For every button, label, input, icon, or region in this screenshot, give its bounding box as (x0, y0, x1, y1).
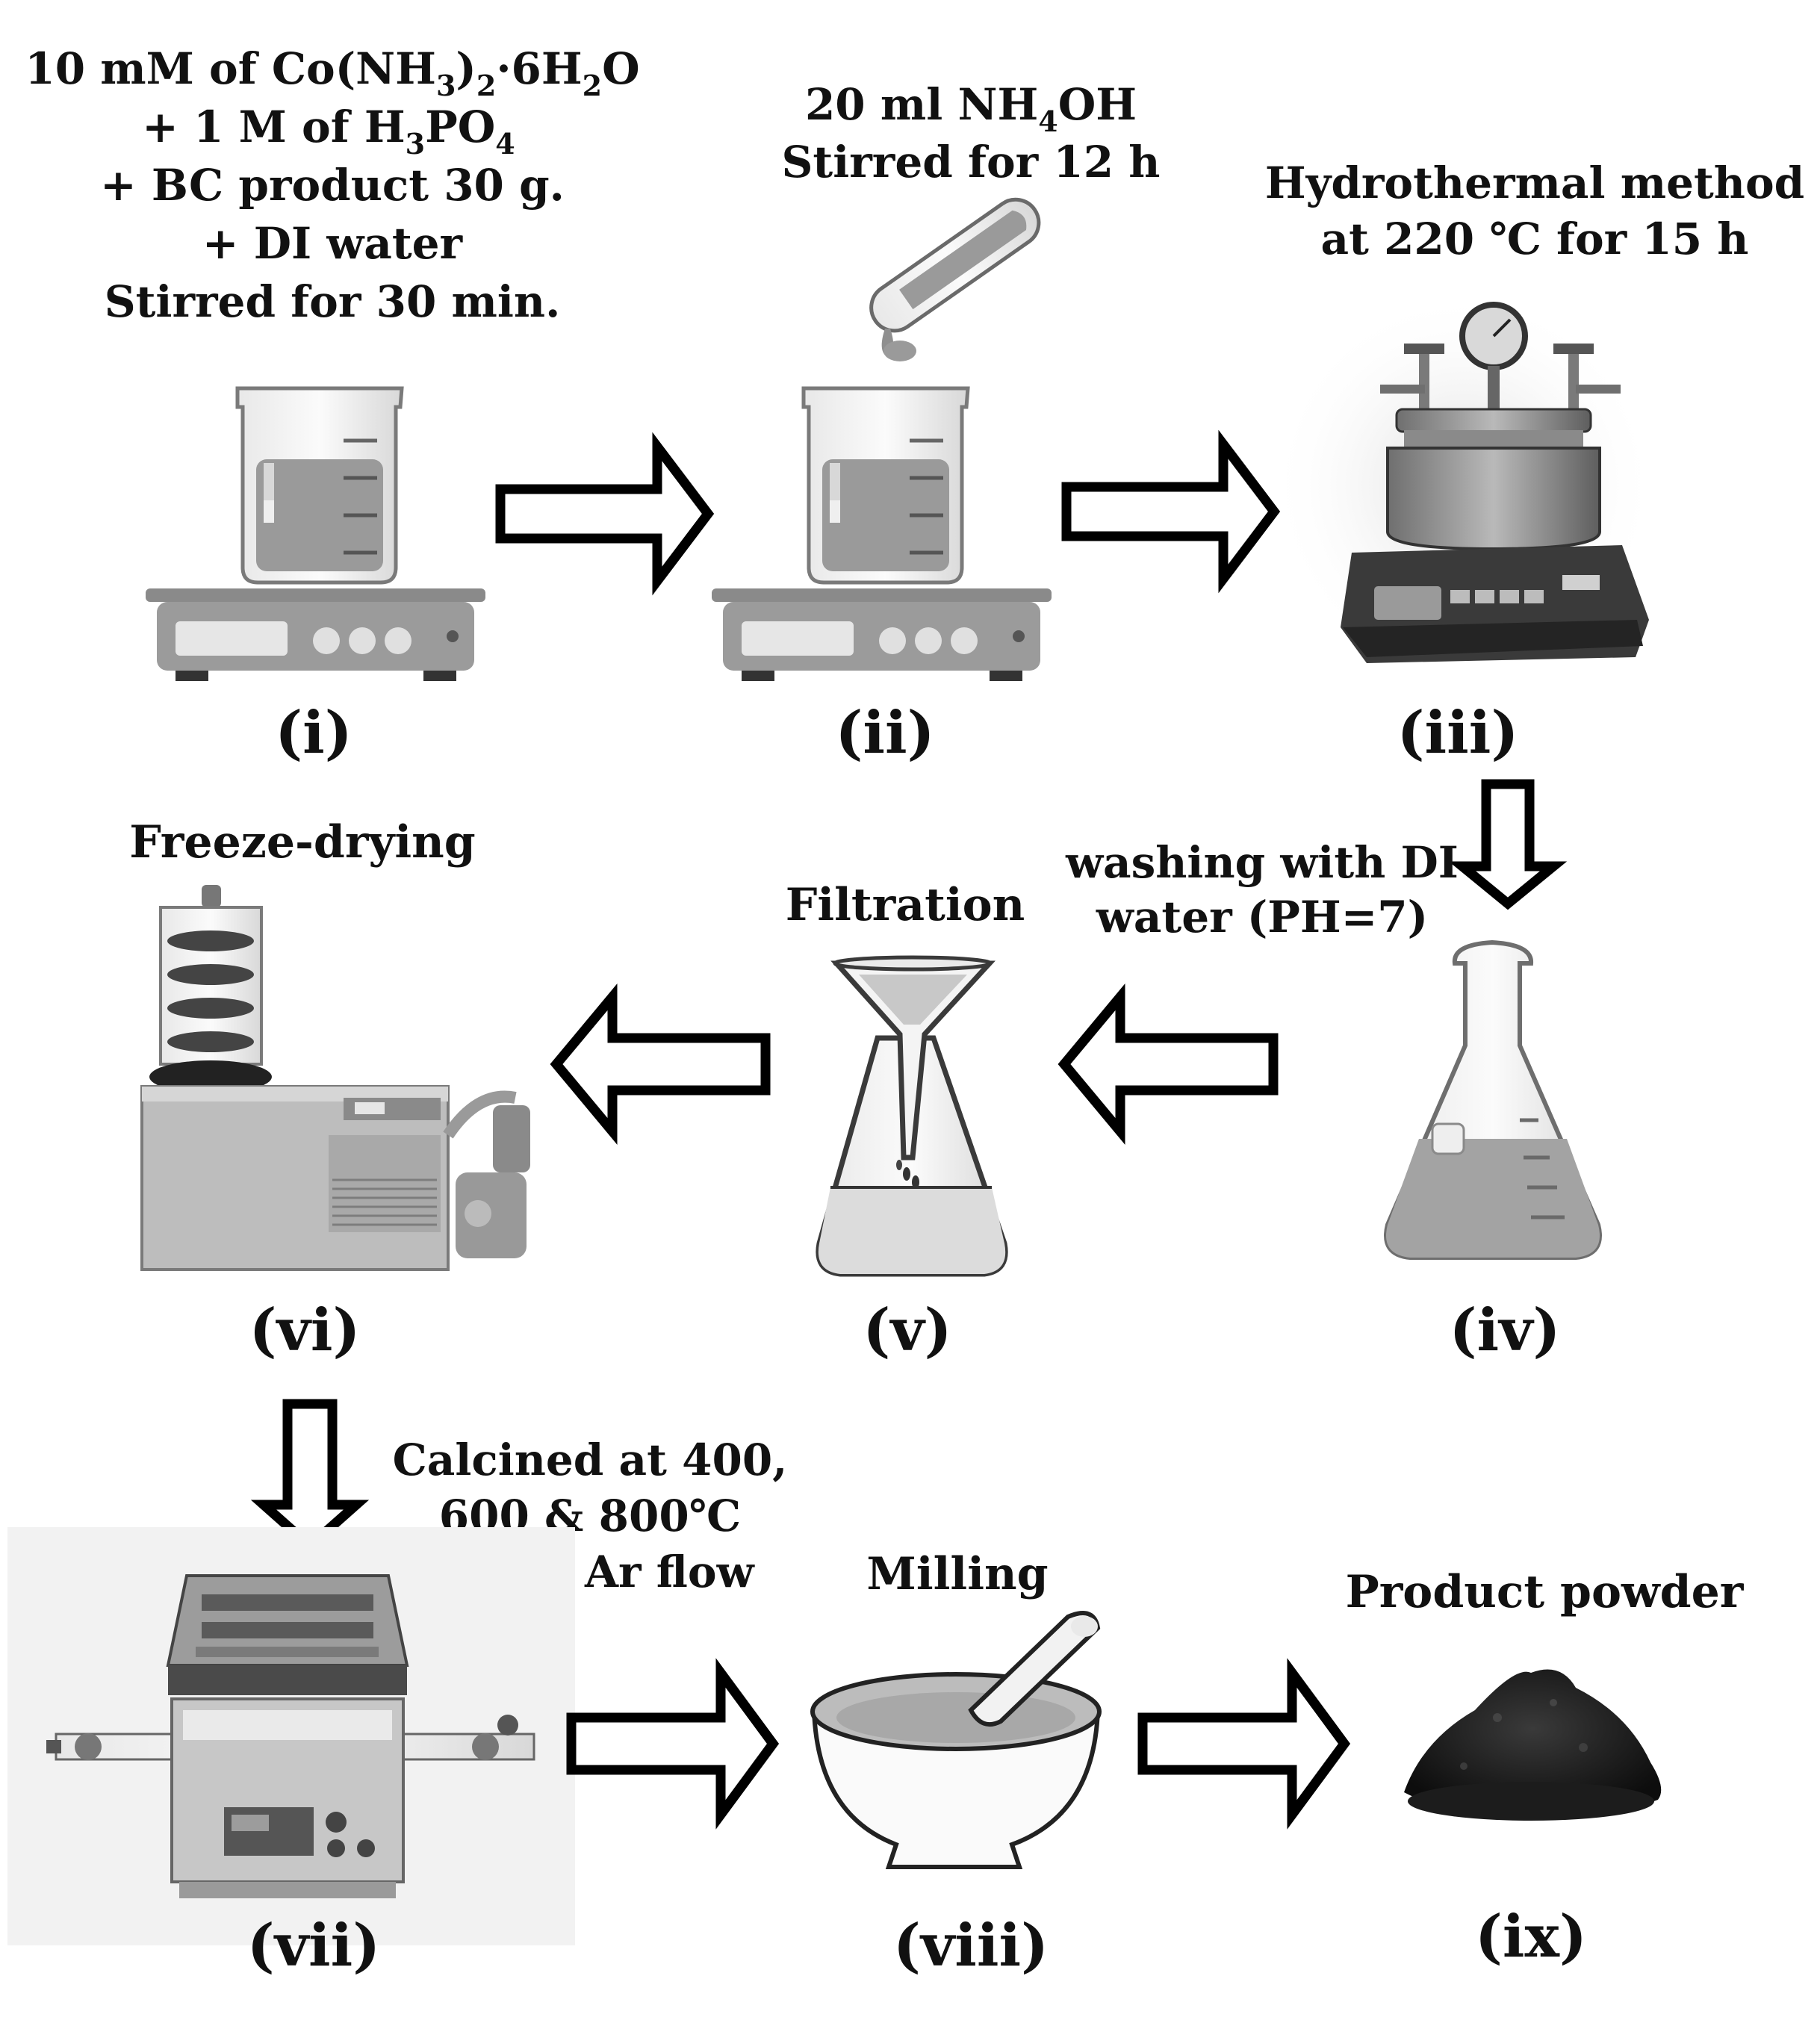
step-iv-line-2: water (PH=7) (1096, 892, 1428, 942)
step-vi-title: Freeze-drying (129, 816, 475, 869)
step-i-line-2: + 1 M of H3PO4 (142, 102, 515, 161)
step-v-caption: (v) (863, 1296, 951, 1364)
arrow-iv-to-v (1057, 984, 1279, 1145)
arrow-vi-to-vii (250, 1399, 370, 1553)
step-i-line-1: 10 mM of Co(NH3)2·6H2O (25, 43, 639, 102)
step-iv-line-1: washing with DI (1065, 837, 1459, 888)
step-iii-line-2: at 220 ℃ for 15 h (1321, 214, 1749, 264)
freeze-dryer-icon (140, 885, 530, 1271)
step-ii-line-1: 20 ml NH4OH (805, 79, 1137, 138)
step-iii-label: Hydrothermal method at 220 ℃ for 15 h (1265, 158, 1804, 264)
step-i-line-5: Stirred for 30 min. (105, 276, 561, 327)
step-ii-caption: (ii) (835, 699, 934, 767)
arrow-i-to-ii (495, 432, 715, 596)
step-i-label: 10 mM of Co(NH3)2·6H2O + 1 M of H3PO4 + … (25, 43, 639, 327)
tube-furnace-icon (7, 1527, 575, 1945)
step-ii-label: 20 ml NH4OH Stirred for 12 h (782, 79, 1161, 187)
step-ix-title: Product powder (1346, 1566, 1745, 1618)
arrow-viii-to-ix (1137, 1658, 1351, 1830)
step-vii-line-1: Calcined at 400, (393, 1435, 788, 1485)
beaker-stirrer-icon (712, 386, 1052, 681)
step-iv-caption: (iv) (1450, 1296, 1561, 1364)
step-vi-caption: (vi) (249, 1296, 361, 1364)
step-vii-caption: (vii) (247, 1912, 380, 1980)
step-iv-label: washing with DI water (PH=7) (1065, 837, 1459, 942)
step-ii-line-2: Stirred for 12 h (782, 137, 1161, 187)
mortar-pestle-icon (810, 1611, 1102, 1869)
autoclave-icon (1270, 291, 1658, 680)
step-i-line-4: + DI water (202, 218, 464, 269)
arrow-vii-to-viii (566, 1658, 780, 1830)
arrow-v-to-vi (550, 984, 771, 1145)
arrow-ii-to-iii (1061, 429, 1281, 594)
step-viii-caption: (viii) (893, 1912, 1049, 1980)
step-viii-title: Milling (866, 1548, 1048, 1600)
step-iii-line-1: Hydrothermal method (1265, 158, 1804, 208)
step-i-caption: (i) (275, 699, 352, 767)
beaker-stirrer-icon (146, 386, 485, 681)
flask-icon (1384, 939, 1602, 1260)
step-iii-caption: (iii) (1397, 699, 1519, 767)
step-ix-caption: (ix) (1475, 1903, 1587, 1971)
step-i-line-3: + BC product 30 g. (100, 160, 565, 211)
arrow-iii-to-iv (1448, 779, 1568, 910)
test-tube-icon (869, 197, 1041, 361)
step-v-title: Filtration (786, 879, 1025, 931)
powder-pile-icon (1404, 1669, 1662, 1821)
funnel-flask-icon (816, 955, 1008, 1277)
